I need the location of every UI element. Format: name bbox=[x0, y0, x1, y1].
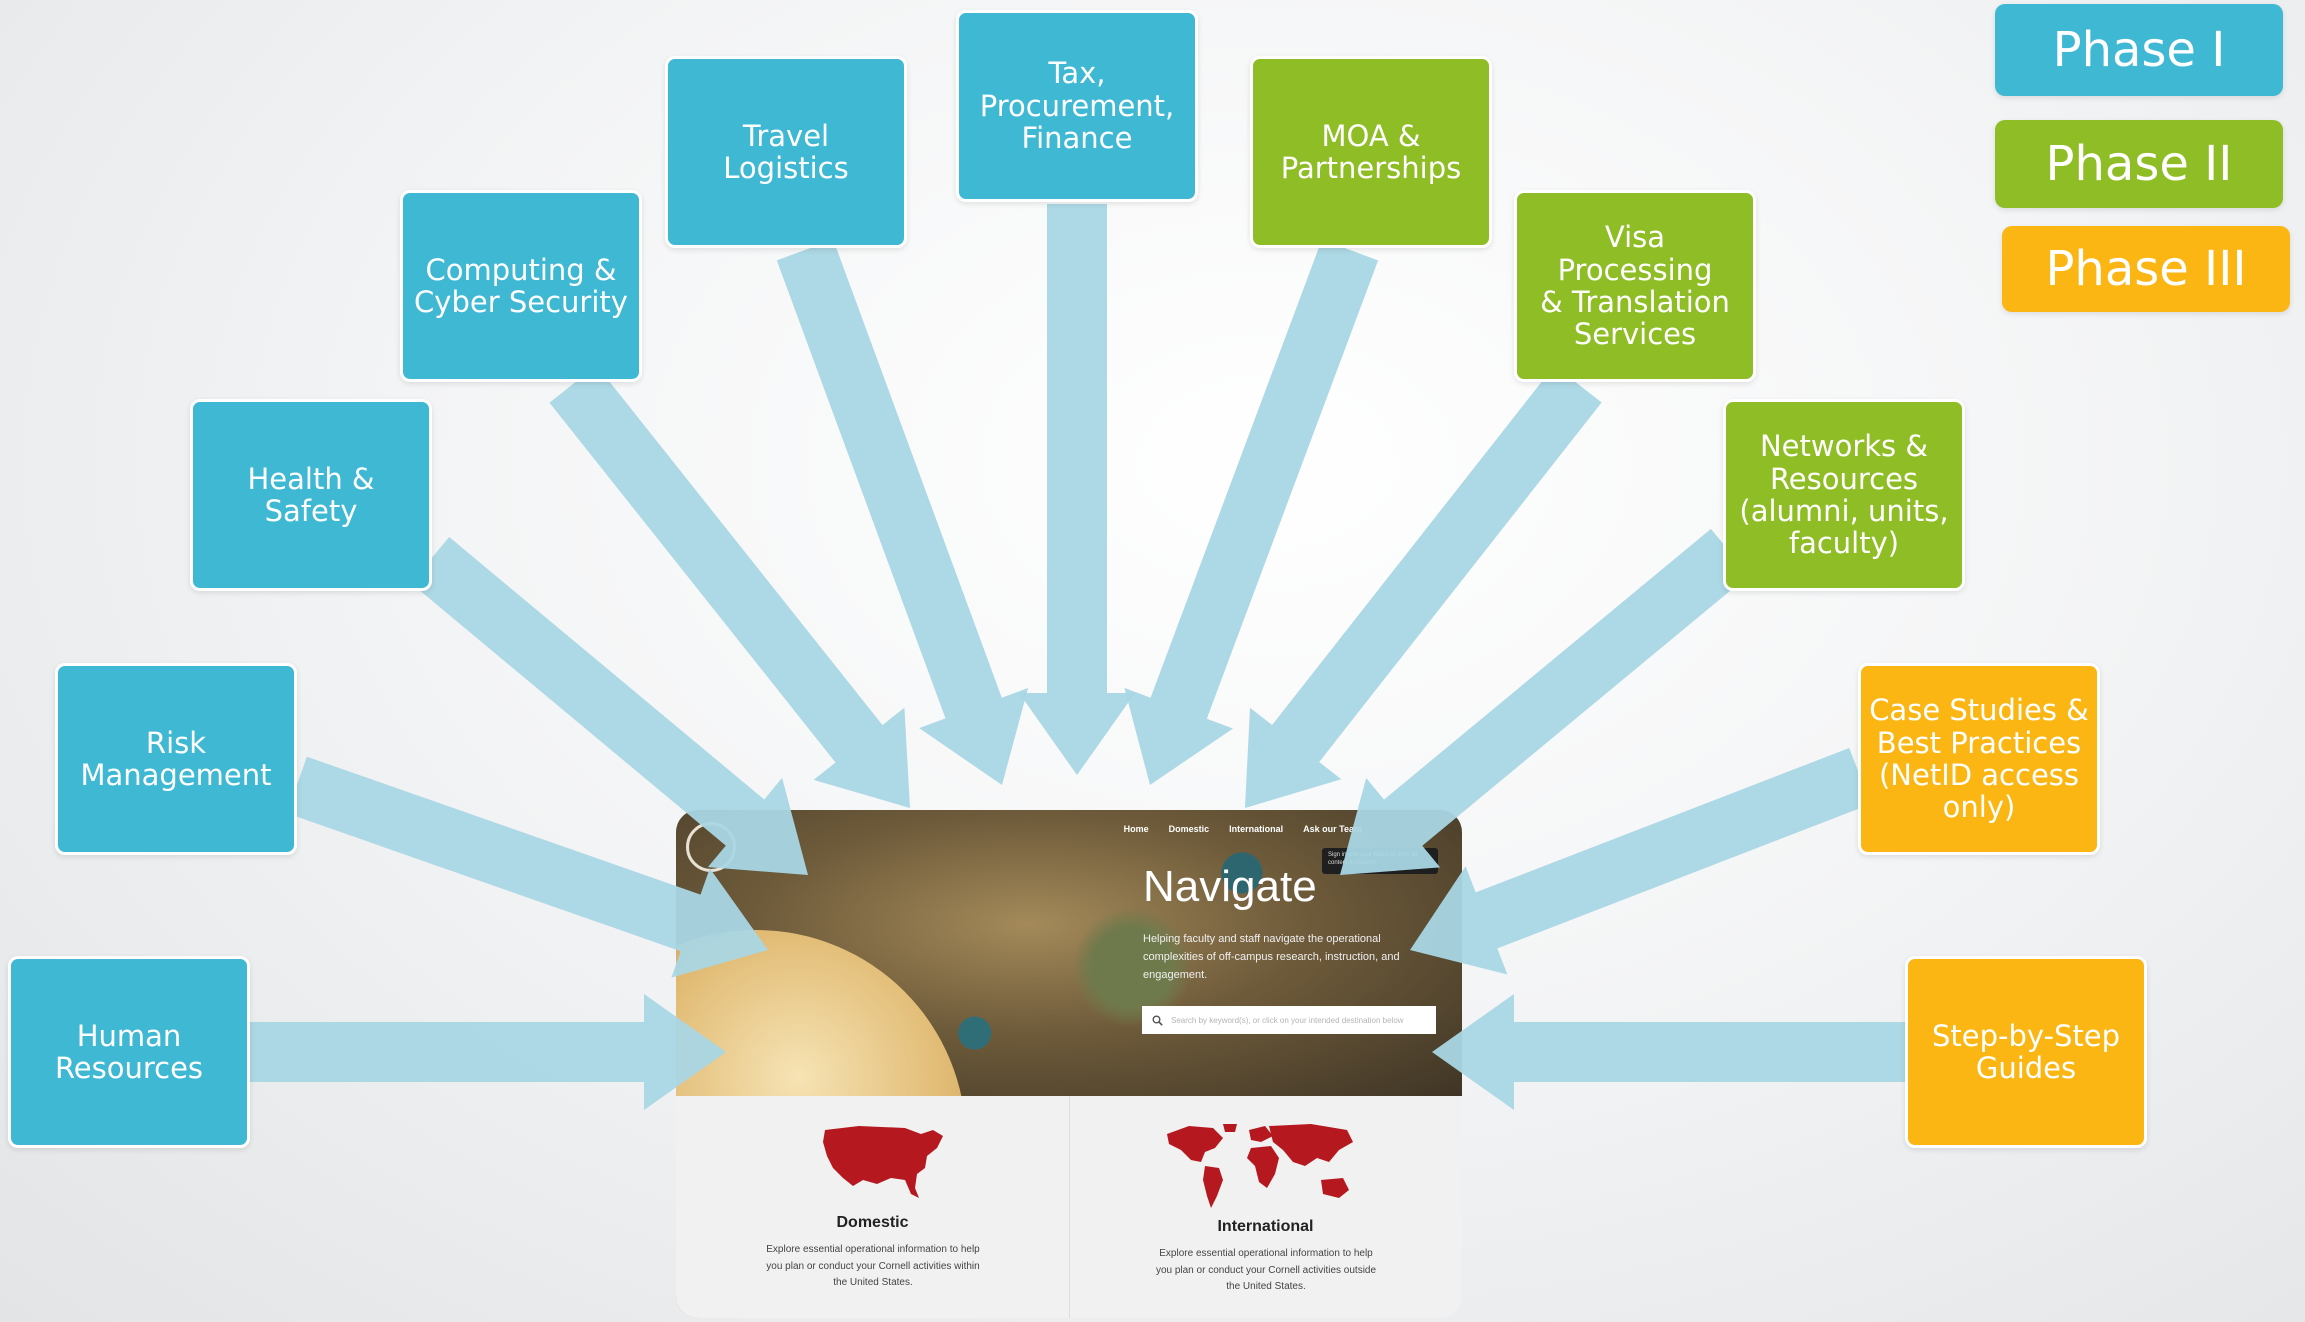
site-description: Helping faculty and staff navigate the o… bbox=[1143, 933, 1400, 982]
node-step-by-step-guides: Step-by-Step Guides bbox=[1905, 956, 2147, 1148]
international-title[interactable]: International bbox=[1217, 1218, 1314, 1235]
legend-phase-2: Phase II bbox=[1995, 120, 2283, 208]
signin-box[interactable]: Sign in with your NetID to view all cont… bbox=[1322, 848, 1438, 874]
us-map-icon bbox=[823, 1126, 943, 1198]
node-tax-procurement-finance: Tax, Procurement, Finance bbox=[956, 10, 1198, 202]
node-visa-translation: Visa Processing & Translation Services bbox=[1514, 190, 1756, 382]
arrow-travel bbox=[776, 239, 1029, 786]
node-computing-cyber-security: Computing & Cyber Security bbox=[400, 190, 642, 382]
search-icon bbox=[1152, 1015, 1163, 1026]
nav-ask-our-team[interactable]: Ask our Team bbox=[1303, 824, 1362, 834]
node-travel-logistics: Travel Logistics bbox=[665, 56, 907, 248]
arrow-computing bbox=[549, 365, 910, 808]
site-title: Navigate bbox=[1143, 862, 1317, 911]
domestic-card[interactable]: Domestic Explore essential operational i… bbox=[676, 1096, 1069, 1318]
world-map-icon bbox=[1167, 1124, 1353, 1208]
node-human-resources: Human Resources bbox=[8, 956, 250, 1148]
arrow-cases bbox=[1410, 748, 1871, 975]
legend-phase-1: Phase I bbox=[1995, 4, 2283, 96]
node-networks-resources: Networks & Resources (alumni, units, fac… bbox=[1723, 399, 1965, 591]
node-moa-partnerships: MOA & Partnerships bbox=[1250, 56, 1492, 248]
arrow-guides bbox=[1432, 994, 1905, 1110]
international-description: Explore essential operational informatio… bbox=[1155, 1248, 1377, 1292]
column-divider bbox=[1069, 1096, 1070, 1318]
arrow-hr bbox=[250, 994, 726, 1110]
nav-international[interactable]: International bbox=[1229, 824, 1284, 834]
node-health-safety: Health & Safety bbox=[190, 399, 432, 591]
website-screenshot: Home Domestic International Ask our Team… bbox=[676, 810, 1462, 1318]
nav-home[interactable]: Home bbox=[1123, 824, 1149, 834]
destination-section: Domestic Explore essential operational i… bbox=[676, 1096, 1462, 1318]
site-nav: Home Domestic International Ask our Team bbox=[1124, 824, 1362, 834]
arrow-tax bbox=[1019, 204, 1135, 775]
search-placeholder: Search by keyword(s), or click on your i… bbox=[1171, 1015, 1404, 1025]
node-case-studies: Case Studies & Best Practices (NetID acc… bbox=[1858, 663, 2100, 855]
site-search-input[interactable]: Search by keyword(s), or click on your i… bbox=[1142, 1006, 1436, 1034]
hero-banner: Home Domestic International Ask our Team… bbox=[676, 810, 1462, 1318]
arrow-visa bbox=[1245, 365, 1602, 808]
arrow-moa bbox=[1124, 239, 1379, 785]
international-card[interactable]: International Explore essential operatio… bbox=[1069, 1096, 1462, 1318]
nav-domestic[interactable]: Domestic bbox=[1168, 824, 1210, 834]
domestic-description: Explore essential operational informatio… bbox=[766, 1244, 980, 1288]
legend-phase-3: Phase III bbox=[2002, 226, 2290, 312]
domestic-title[interactable]: Domestic bbox=[836, 1214, 909, 1231]
cornell-seal-icon bbox=[686, 822, 736, 872]
node-risk-management: Risk Management bbox=[55, 663, 297, 855]
